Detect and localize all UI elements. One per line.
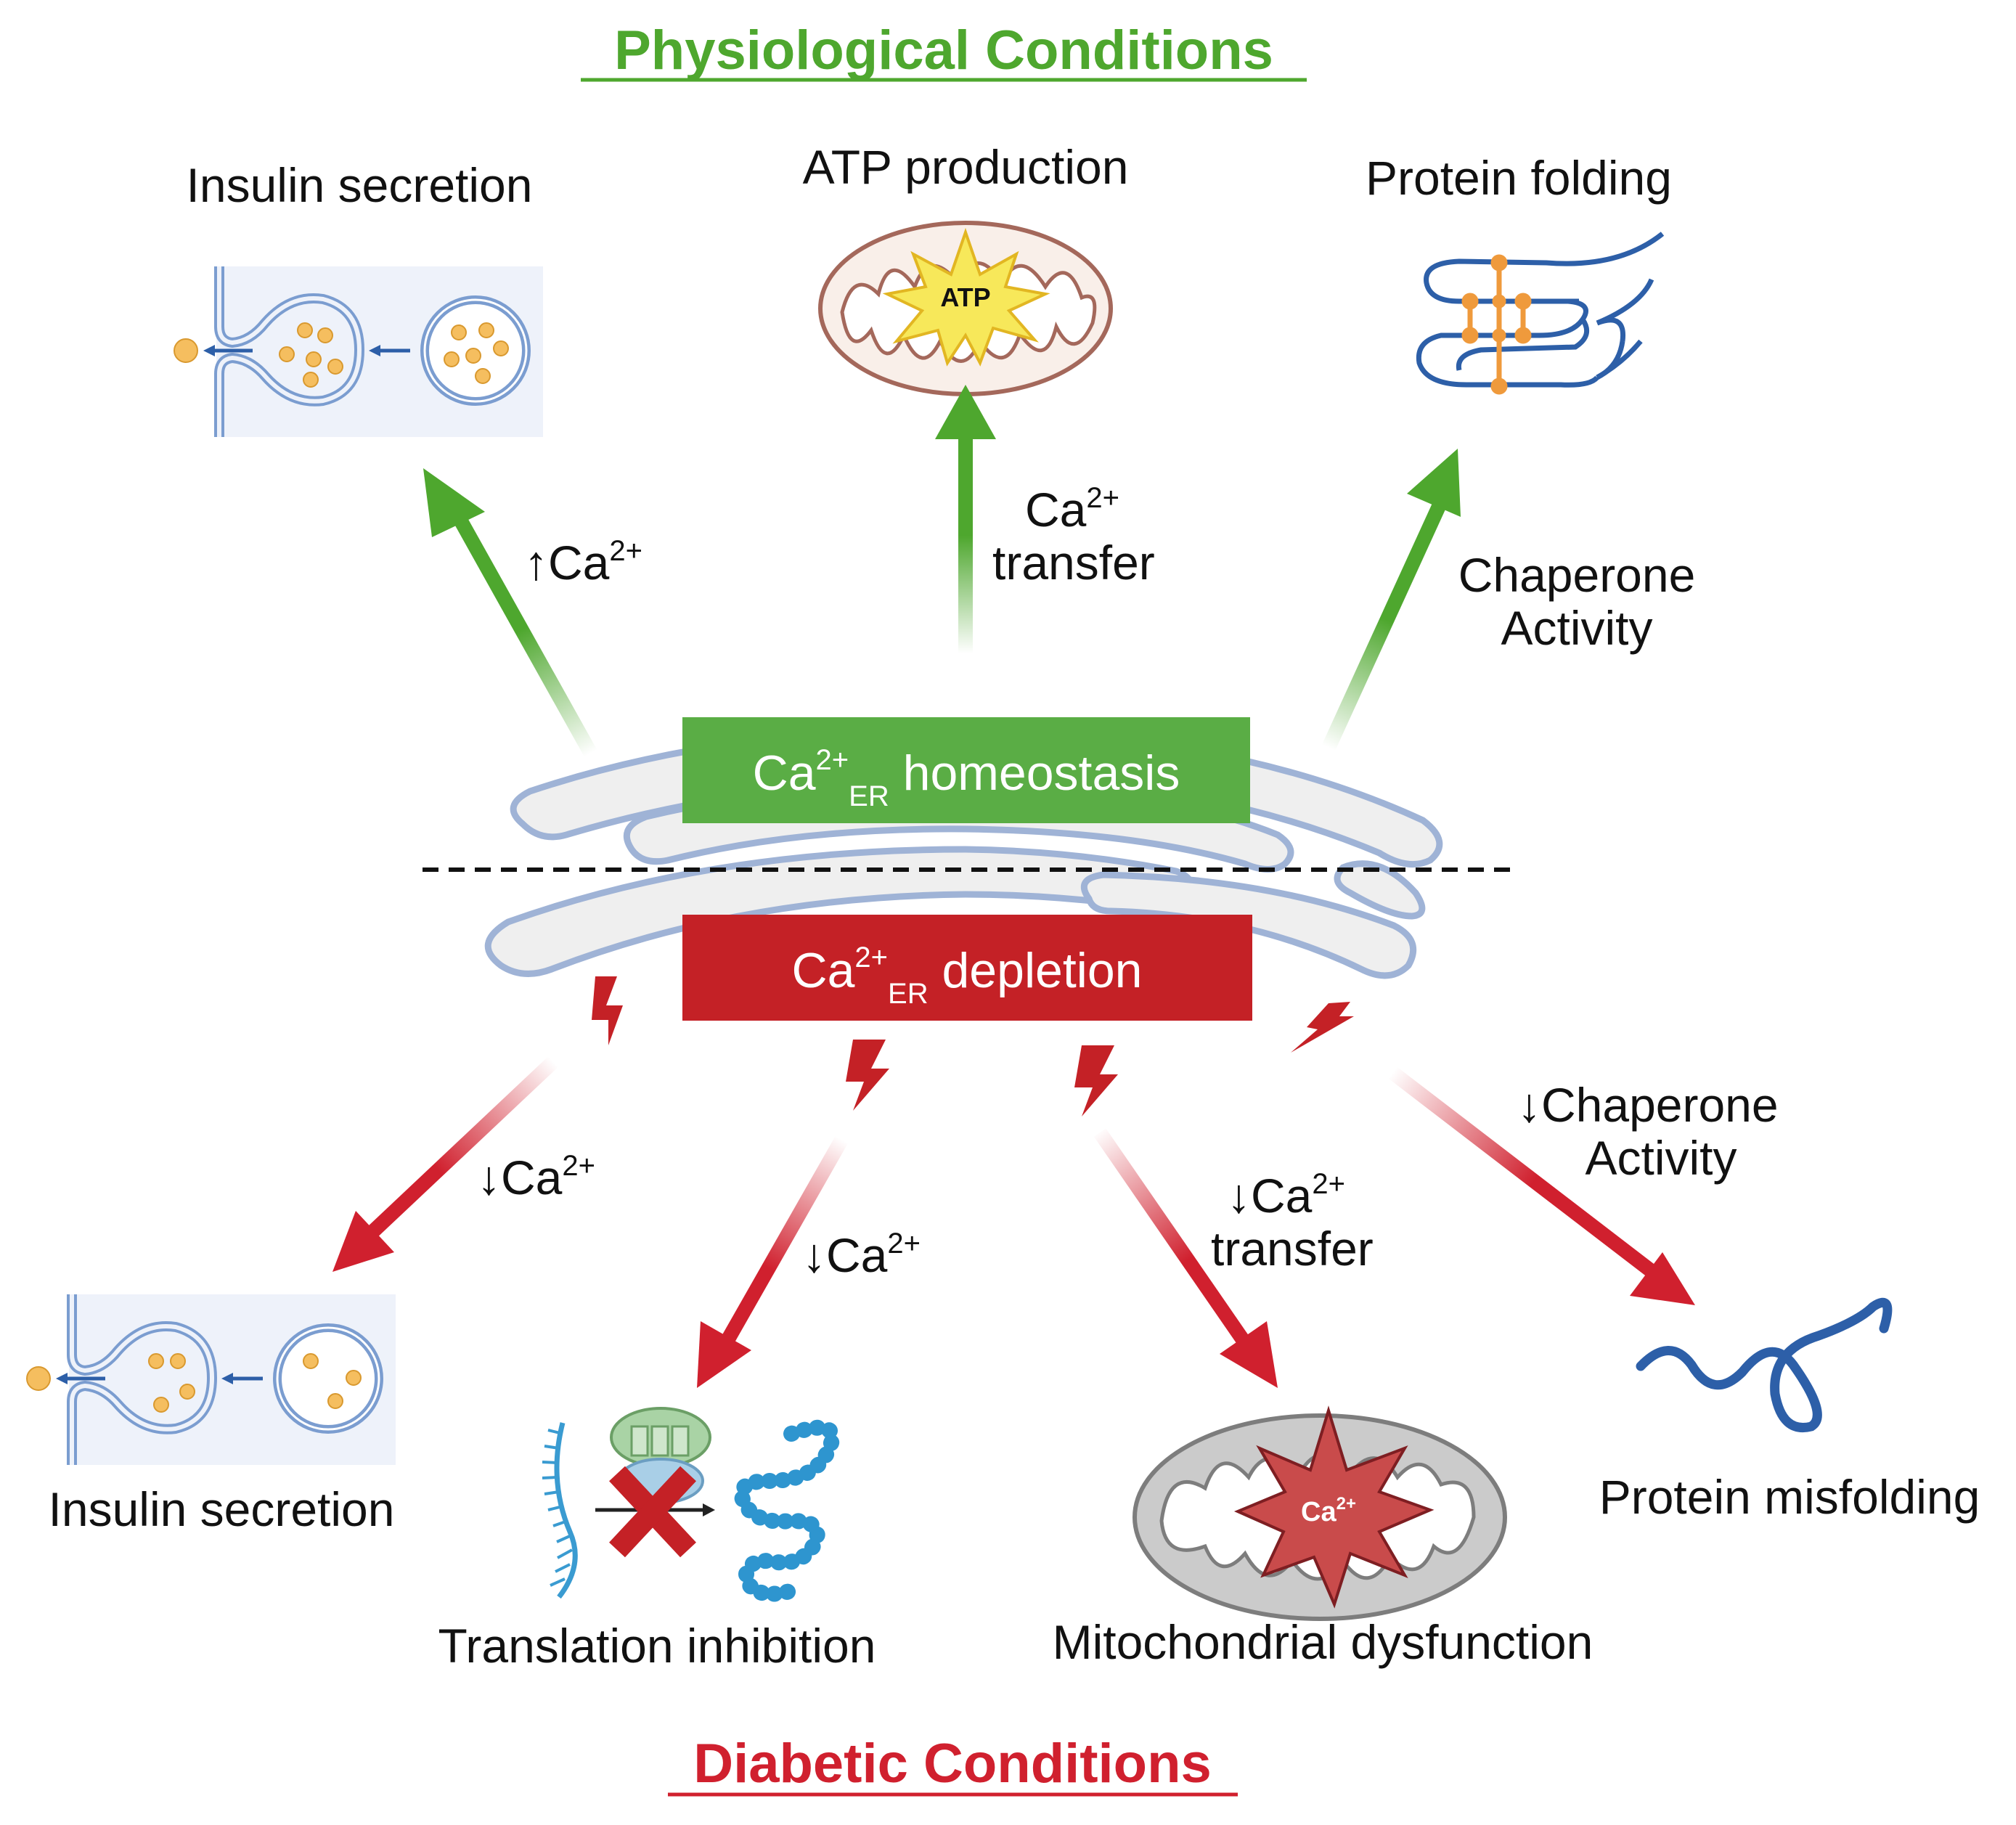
red-arrow-insulin xyxy=(332,1050,564,1272)
diabetic-header: Diabetic Conditions xyxy=(693,1733,1212,1795)
atp-badge: ATP xyxy=(940,282,990,312)
green-label-right-line1: Chaperone xyxy=(1458,548,1696,602)
bottom-translation-label: Translation inhibition xyxy=(438,1619,876,1673)
red-label-insulin: ↓Ca2+ xyxy=(477,1150,595,1204)
top-exocytosis-icon xyxy=(174,266,543,437)
lightning-icon-4 xyxy=(1291,1002,1354,1053)
red-label-chaperone-line1: ↓Chaperone xyxy=(1517,1078,1779,1132)
misfolded-protein-icon xyxy=(1636,1297,1893,1432)
green-label-right-line2: Activity xyxy=(1501,601,1652,655)
lightning-icon-3 xyxy=(1074,1045,1118,1116)
bottom-insulin-label: Insulin secretion xyxy=(49,1482,395,1536)
homeostasis-box-label: Ca2+ER homeostasis xyxy=(753,744,1180,812)
bottom-exocytosis-icon xyxy=(26,1294,396,1465)
top-mitochondrion-icon: ATP xyxy=(818,221,1113,396)
top-folded-protein-icon xyxy=(1416,232,1665,395)
red-label-mito-line1: ↓Ca2+ xyxy=(1227,1168,1345,1222)
homeostasis-box xyxy=(682,717,1250,823)
green-label-mid-line1: Ca2+ xyxy=(1025,482,1119,536)
translation-inhibition-icon xyxy=(542,1407,841,1602)
top-insulin-label: Insulin secretion xyxy=(187,158,533,212)
lightning-icon-1 xyxy=(592,976,623,1045)
lightning-icon-2 xyxy=(846,1040,889,1111)
depletion-box xyxy=(682,915,1252,1021)
green-arrow-left xyxy=(423,468,598,759)
red-arrow-mitochondria xyxy=(1093,1128,1278,1388)
red-arrow-translation xyxy=(697,1129,852,1388)
green-arrow-right xyxy=(1321,449,1461,751)
top-folding-label: Protein folding xyxy=(1366,151,1672,205)
green-arrow-mid xyxy=(935,385,996,653)
red-label-chaperone-line2: Activity xyxy=(1585,1131,1737,1185)
physiological-header: Physiological Conditions xyxy=(614,20,1273,81)
green-label-left: ↑Ca2+ xyxy=(524,535,642,589)
green-label-mid-line2: transfer xyxy=(992,536,1155,589)
dysfunctional-mitochondrion-icon: Ca2+ xyxy=(1133,1405,1507,1621)
mito-calcium-badge: Ca2+ xyxy=(1301,1494,1356,1527)
top-atp-label: ATP production xyxy=(803,140,1129,194)
bottom-misfolding-label: Protein misfolding xyxy=(1599,1470,1980,1524)
depletion-box-label: Ca2+ER depletion xyxy=(791,942,1142,1010)
red-arrow-misfolding xyxy=(1385,1065,1695,1305)
bottom-mito-label: Mitochondrial dysfunction xyxy=(1053,1615,1593,1669)
red-label-mito-line2: transfer xyxy=(1211,1222,1374,1275)
red-label-translation: ↓Ca2+ xyxy=(802,1228,921,1282)
